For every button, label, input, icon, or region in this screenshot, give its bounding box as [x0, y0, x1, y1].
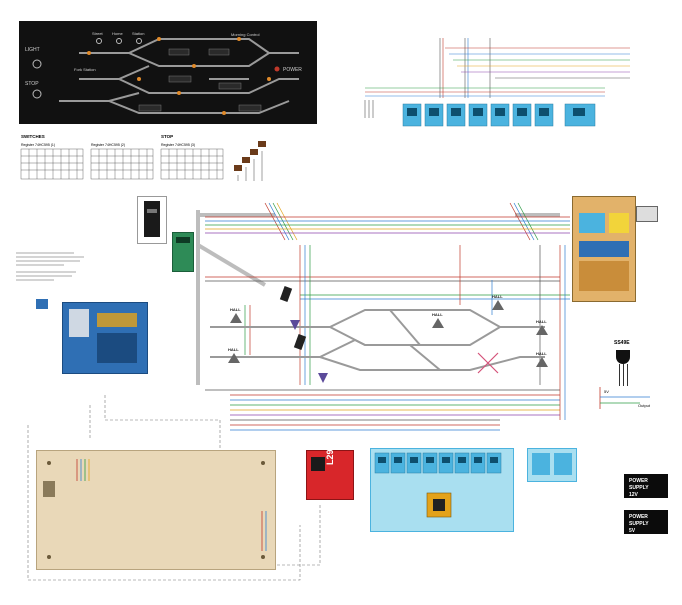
- panel-lamp: [222, 111, 226, 115]
- bluetooth-module: [137, 196, 167, 244]
- panel-header-street: Street: [92, 31, 104, 36]
- hall-sensors: [228, 300, 548, 367]
- channel-selector: [232, 135, 272, 185]
- arduino-icon: [36, 299, 48, 309]
- selector-chip: [242, 157, 250, 163]
- hall-label: HALL: [536, 319, 547, 324]
- controller-board: [572, 196, 636, 302]
- top-relay-bank: [345, 28, 645, 133]
- register-3-label: Register 74HC595 (3): [161, 143, 195, 147]
- panel-block: [168, 75, 192, 83]
- panel-lamp: [192, 64, 196, 68]
- switches-heading: SWITCHES: [21, 134, 45, 139]
- stop-indicator[interactable]: [32, 89, 42, 99]
- panel-zone-fork: Fork Station: [74, 67, 96, 72]
- servo-marker-icon: [318, 373, 328, 383]
- street-button[interactable]: [96, 38, 102, 44]
- main-wiring-svg: HALL HALL HALL HALL HALL HALL: [27, 202, 570, 581]
- panel-header-home: Home: [112, 31, 123, 36]
- sensor-output-label: Output: [638, 403, 651, 408]
- hall-sensor-icon: [492, 300, 504, 310]
- ss49e-sensor: SS49E: [612, 340, 636, 388]
- hall-sensor-icon: [230, 313, 242, 323]
- light-indicator[interactable]: [32, 59, 42, 69]
- panel-header-station: Station: [132, 31, 144, 36]
- ss49e-label: SS49E: [614, 340, 630, 346]
- power-supply-5v: POWER SUPPLY 5V: [624, 510, 668, 534]
- perfboard: [36, 450, 276, 570]
- hall-label: HALL: [228, 347, 239, 352]
- servo-motor: [279, 286, 293, 302]
- panel-block: [168, 48, 190, 56]
- power-bus: [196, 210, 560, 385]
- main-wiring-diagram: HALL HALL HALL HALL HALL HALL: [0, 185, 682, 600]
- controller-header: [636, 206, 658, 222]
- panel-block: [138, 104, 162, 112]
- servo-marker-icon: [290, 320, 300, 330]
- panel-tracks: [59, 38, 299, 114]
- register-1-table: [20, 148, 84, 180]
- hall-label: HALL: [432, 312, 443, 317]
- sensor-wiring: 5V Output: [590, 385, 670, 411]
- selector-chip: [250, 149, 258, 155]
- servo-motor: [293, 334, 307, 350]
- l298n-motor-driver: L298N: [306, 438, 354, 500]
- control-panel: LIGHT STOP Street Home Station Morning C…: [19, 21, 317, 124]
- panel-block: [218, 82, 242, 90]
- left-notes: [14, 250, 94, 290]
- relay-pair: [527, 448, 577, 482]
- power-supply-5v-voltage: 5V: [629, 528, 636, 534]
- selector-chip: [234, 165, 242, 171]
- register-tables: SWITCHES Register 74HC595 (1) Register 7…: [19, 132, 249, 187]
- arduino-board: [62, 302, 148, 374]
- hall-label: HALL: [230, 307, 241, 312]
- hall-label: HALL: [536, 351, 547, 356]
- panel-zone-morning: Morning Control: [231, 32, 260, 37]
- power-supply-12v-title: POWER SUPPLY: [629, 478, 649, 491]
- relay-board: [370, 448, 514, 532]
- l298n-label: L298N: [325, 437, 335, 465]
- bluetooth-adapter: [172, 232, 194, 272]
- register-2-table: [90, 148, 154, 180]
- register-2-label: Register 74HC595 (2): [91, 143, 125, 147]
- stop-heading: STOP: [161, 134, 173, 139]
- panel-lamp: [87, 51, 91, 55]
- power-supply-5v-title: POWER SUPPLY: [629, 514, 649, 527]
- panel-power-label: POWER: [283, 67, 302, 73]
- hall-sensor-icon: [228, 353, 240, 363]
- panel-label-stop: STOP: [25, 81, 39, 87]
- panel-lamp: [137, 77, 141, 81]
- panel-lamp: [157, 37, 161, 41]
- hall-label: HALL: [492, 294, 503, 299]
- hall-sensor-icon: [432, 318, 444, 328]
- register-1-label: Register 74HC595 (1): [21, 143, 55, 147]
- sensor-5v-label: 5V: [604, 389, 609, 394]
- panel-lamp: [177, 91, 181, 95]
- selector-chip: [258, 141, 266, 147]
- panel-block: [238, 104, 262, 112]
- panel-lamp: [267, 77, 271, 81]
- hall-sensor-icon: [536, 325, 548, 335]
- power-supply-12v-voltage: 12V: [629, 492, 638, 498]
- register-tables-svg: SWITCHES Register 74HC595 (1) Register 7…: [20, 134, 224, 180]
- panel-lamp: [237, 37, 241, 41]
- home-button[interactable]: [116, 38, 122, 44]
- power-supply-12v: POWER SUPPLY 12V: [624, 474, 668, 498]
- hall-sensor-icon: [536, 357, 548, 367]
- panel-block: [208, 48, 230, 56]
- control-panel-track-drawing: LIGHT STOP Street Home Station Morning C…: [25, 31, 302, 115]
- register-3-table: [160, 148, 224, 180]
- station-button[interactable]: [136, 38, 142, 44]
- track-layout: [210, 309, 545, 371]
- panel-label-light: LIGHT: [25, 47, 40, 53]
- power-led: [274, 66, 280, 72]
